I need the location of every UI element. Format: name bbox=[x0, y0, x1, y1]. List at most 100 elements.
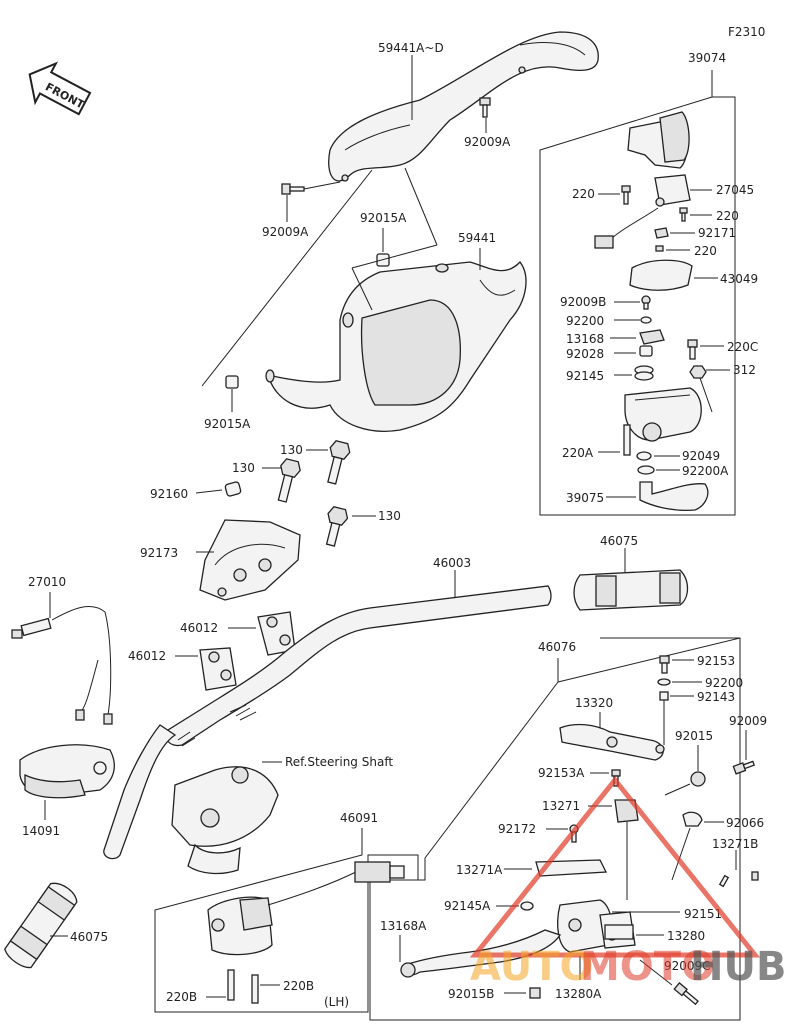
callout-92172: 92172 bbox=[498, 822, 536, 836]
callout-39075: 39075 bbox=[566, 491, 604, 505]
bolt-130-b bbox=[327, 440, 351, 485]
callout-13271b: 13271B bbox=[712, 837, 758, 851]
washer-92200 bbox=[640, 316, 652, 324]
nut-92015b bbox=[529, 987, 541, 999]
callout-43049: 43049 bbox=[720, 272, 758, 286]
holder-46012-a bbox=[257, 611, 296, 656]
callout-46076: 46076 bbox=[538, 640, 576, 654]
bolt-92009c bbox=[673, 982, 699, 1006]
screw-220b-b bbox=[251, 974, 259, 1004]
switch-27045 bbox=[594, 174, 691, 249]
callout-13320: 13320 bbox=[575, 696, 613, 710]
cap-92066 bbox=[682, 811, 703, 827]
callout-92153a: 92153A bbox=[538, 766, 585, 780]
callout-92200a: 92200A bbox=[682, 464, 729, 478]
callout-92200: 92200 bbox=[566, 314, 604, 328]
nut-312 bbox=[689, 365, 707, 379]
washer-92200-b bbox=[657, 678, 671, 686]
bolt-130-c bbox=[325, 506, 349, 547]
callout-13280a: 13280A bbox=[555, 987, 602, 1001]
callout-220b-1: 220B bbox=[166, 990, 197, 1004]
screw-92009a-top bbox=[479, 97, 491, 118]
callout-130-3: 130 bbox=[378, 509, 401, 523]
callout-13271: 13271 bbox=[542, 799, 580, 813]
callout-13168: 13168 bbox=[566, 332, 604, 346]
callout-92145a: 92145A bbox=[444, 899, 491, 913]
throttle-housing-upper bbox=[627, 111, 690, 169]
bushing-92028 bbox=[639, 345, 653, 357]
bolt-220c bbox=[687, 339, 698, 360]
switch-housing-lh bbox=[207, 861, 405, 956]
front-arrow-icon: FRONT bbox=[28, 61, 92, 116]
meter-cover-59441 bbox=[265, 260, 527, 432]
handlebar-46003 bbox=[165, 585, 552, 747]
callout-220-1: 220 bbox=[572, 187, 595, 201]
bolt-130-a bbox=[277, 458, 301, 503]
screw-92009 bbox=[732, 760, 756, 775]
holder-46012-b bbox=[199, 647, 237, 691]
callout-13280: 13280 bbox=[667, 929, 705, 943]
figure-code: F2310 bbox=[728, 25, 765, 39]
screw-220-c bbox=[655, 245, 664, 252]
grip-46075-right bbox=[573, 569, 689, 611]
callout-92171: 92171 bbox=[698, 226, 736, 240]
callout-59441: 59441 bbox=[458, 231, 496, 245]
callout-92049: 92049 bbox=[682, 449, 720, 463]
knurl-grip-area bbox=[177, 704, 257, 747]
callout-46075-top: 46075 bbox=[600, 534, 638, 548]
svg-text:AUTO: AUTO bbox=[470, 944, 594, 990]
callout-92009b: 92009B bbox=[560, 295, 606, 309]
callout-92145: 92145 bbox=[566, 369, 604, 383]
callout-46091: 46091 bbox=[340, 811, 378, 825]
screw-220-a bbox=[621, 185, 631, 205]
nut-92015 bbox=[690, 771, 706, 787]
callout-130-1: 130 bbox=[232, 461, 255, 475]
callout-59441ad: 59441A~D bbox=[378, 41, 444, 55]
callout-92160: 92160 bbox=[150, 487, 188, 501]
holder-13280 bbox=[604, 924, 634, 940]
spring-92145a bbox=[520, 901, 534, 911]
pin-13271b bbox=[718, 871, 759, 888]
callout-92015a-top: 92015A bbox=[360, 211, 407, 225]
bracket-13271a bbox=[535, 859, 608, 877]
screw-92009a-left bbox=[281, 183, 305, 195]
throttle-housing-lower bbox=[624, 387, 702, 442]
callout-92009a-top: 92009A bbox=[464, 135, 511, 149]
callout-220-2: 220 bbox=[716, 209, 739, 223]
steering-shaft-holder bbox=[171, 766, 279, 875]
collar-92015a-bottom bbox=[225, 375, 239, 389]
callout-92173: 92173 bbox=[140, 546, 178, 560]
callout-46075-bottom: 46075 bbox=[70, 930, 108, 944]
bolt-92153 bbox=[659, 655, 670, 674]
screw-220a bbox=[623, 424, 631, 456]
callout-46012-1: 46012 bbox=[180, 621, 218, 635]
collar-92160 bbox=[224, 481, 242, 497]
callout-92009: 92009 bbox=[729, 714, 767, 728]
callout-220b-2: 220B bbox=[283, 979, 314, 993]
cover-43049 bbox=[629, 259, 693, 291]
throttle-lever-39075 bbox=[639, 481, 709, 511]
callout-220a: 220A bbox=[562, 446, 594, 460]
callout-92015: 92015 bbox=[675, 729, 713, 743]
handlebar-46003-left-end bbox=[103, 724, 177, 860]
oil-seal-92049 bbox=[636, 451, 652, 461]
svg-text:MOTO: MOTO bbox=[580, 944, 715, 990]
callout-92009a-left: 92009A bbox=[262, 225, 309, 239]
plate-13168 bbox=[639, 329, 665, 345]
spring-92145 bbox=[634, 365, 654, 381]
callout-92151: 92151 bbox=[684, 907, 722, 921]
plate-92171 bbox=[654, 227, 669, 239]
callout-92009c: 92009C bbox=[664, 959, 711, 973]
callout-27010: 27010 bbox=[28, 575, 66, 589]
callout-46012-2: 46012 bbox=[128, 649, 166, 663]
washer-92200a bbox=[637, 465, 655, 475]
collar-92143 bbox=[659, 691, 669, 701]
cover-14091 bbox=[19, 744, 115, 799]
callout-220-3: 220 bbox=[694, 244, 717, 258]
callout-39074: 39074 bbox=[688, 51, 726, 65]
callout-312: 312 bbox=[733, 363, 756, 377]
callout-92153: 92153 bbox=[697, 654, 735, 668]
screw-220b-a bbox=[227, 969, 235, 1001]
callout-92015a-bottom: 92015A bbox=[204, 417, 251, 431]
callout-130-2: 130 bbox=[280, 443, 303, 457]
